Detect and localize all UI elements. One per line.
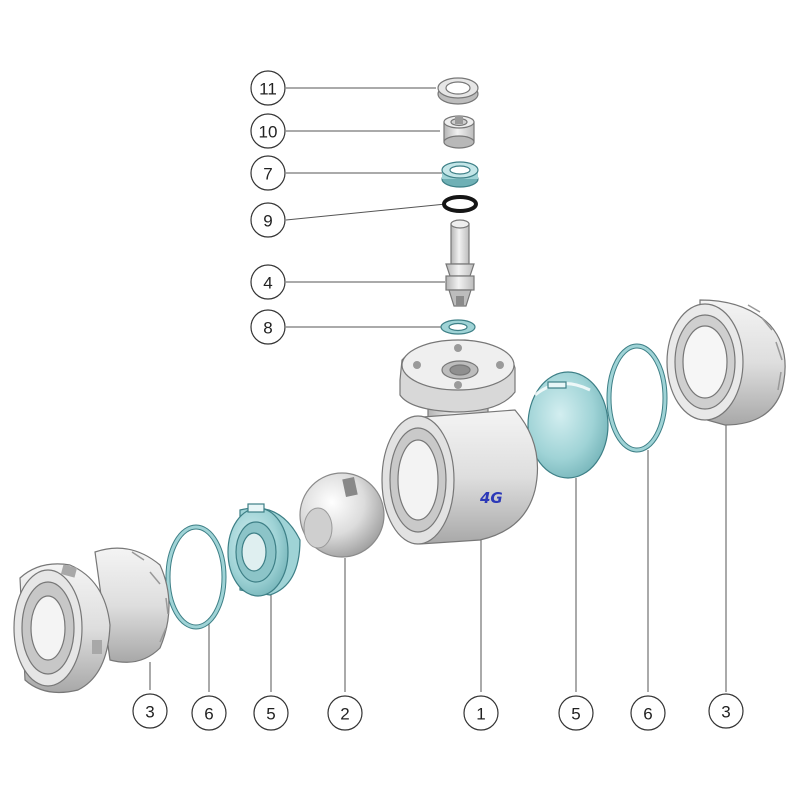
callout-9: 9 bbox=[250, 202, 286, 238]
part-1-valve-body: 4G bbox=[381, 339, 539, 545]
part-3-right-end-connector bbox=[666, 299, 786, 426]
callout-3-right: 3 bbox=[708, 693, 744, 729]
callout-4: 4 bbox=[250, 264, 286, 300]
callout-3-left: 3 bbox=[132, 693, 168, 729]
part-11-gland-nut bbox=[437, 77, 479, 105]
part-6-right-o-ring bbox=[606, 343, 668, 453]
part-10-stem-bush bbox=[443, 115, 475, 149]
callout-label-5-left: 5 bbox=[266, 705, 275, 724]
part-2-ball bbox=[299, 472, 385, 558]
part-9-o-ring bbox=[442, 195, 478, 213]
callout-8: 8 bbox=[250, 309, 286, 345]
callout-label-11: 11 bbox=[259, 80, 277, 99]
part-7-packing-ring bbox=[441, 161, 479, 188]
callout-11: 11 bbox=[250, 70, 286, 106]
part-8-thrust-washer bbox=[440, 319, 476, 335]
callout-label-5-right: 5 bbox=[571, 705, 580, 724]
part-3-left-end-connector bbox=[13, 547, 170, 693]
callouts: 11 10 7 9 4 8 3 6 bbox=[132, 70, 744, 731]
callout-10: 10 bbox=[250, 113, 286, 149]
callout-6-right: 6 bbox=[630, 695, 666, 731]
leader-lines bbox=[149, 87, 727, 692]
callout-label-4: 4 bbox=[263, 274, 272, 293]
callout-label-6-right: 6 bbox=[643, 705, 652, 724]
callout-label-9: 9 bbox=[263, 212, 272, 231]
callout-6-left: 6 bbox=[191, 695, 227, 731]
part-6-left-o-ring bbox=[165, 524, 227, 630]
part-5-right-seat bbox=[527, 371, 609, 479]
part-5-left-seat bbox=[227, 503, 301, 597]
leader-9 bbox=[285, 203, 447, 221]
callout-label-3-left: 3 bbox=[145, 703, 154, 722]
callout-label-2: 2 bbox=[340, 705, 349, 724]
callout-5-left: 5 bbox=[253, 695, 289, 731]
callout-label-8: 8 bbox=[263, 319, 272, 338]
part-4-stem bbox=[445, 219, 475, 307]
callout-label-3-right: 3 bbox=[721, 703, 730, 722]
brand-logo-text: 4G bbox=[479, 489, 503, 507]
callout-2: 2 bbox=[327, 695, 363, 731]
callout-label-7: 7 bbox=[263, 165, 272, 184]
callout-label-10: 10 bbox=[259, 123, 278, 142]
callout-label-1: 1 bbox=[476, 705, 485, 724]
callout-1: 1 bbox=[463, 695, 499, 731]
callout-label-6-left: 6 bbox=[204, 705, 213, 724]
callout-5-right: 5 bbox=[558, 695, 594, 731]
callout-7: 7 bbox=[250, 155, 286, 191]
